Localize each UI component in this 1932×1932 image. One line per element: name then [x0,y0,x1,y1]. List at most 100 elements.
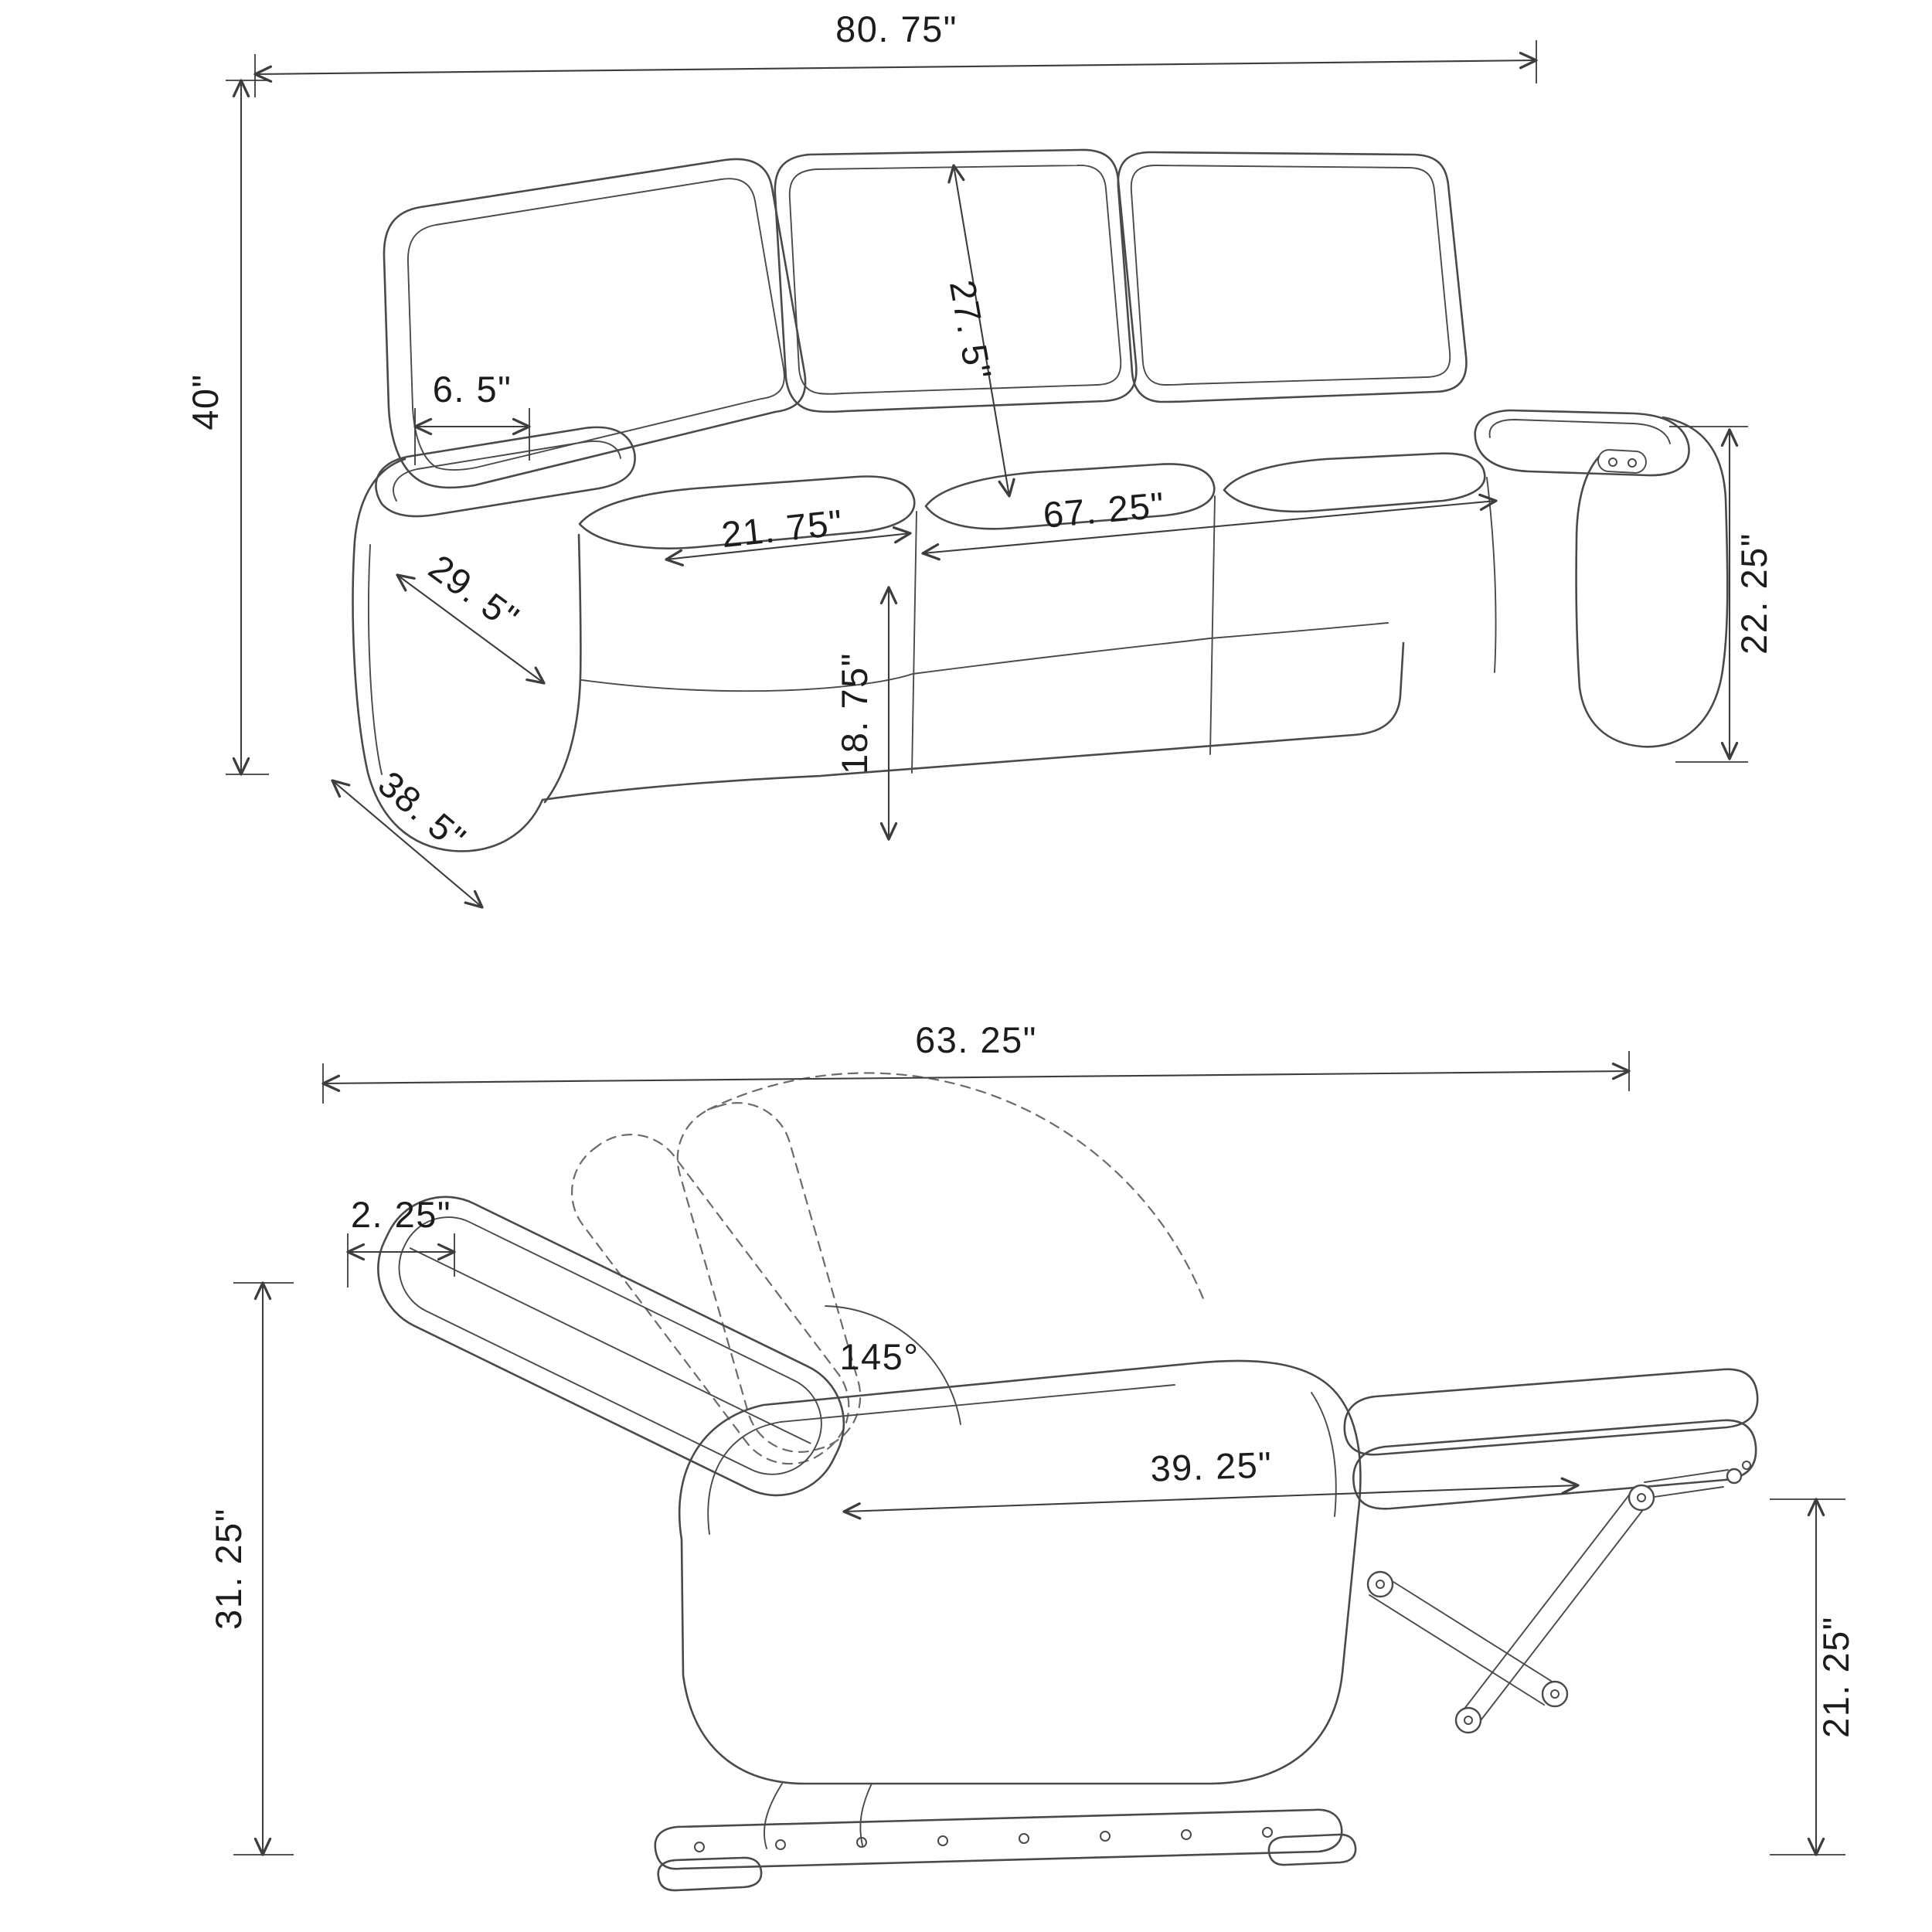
power-button-panel [1597,449,1647,474]
back-cushion-right-piping [1130,165,1451,386]
dim-overall-height: 40" [185,79,269,776]
left-arm-front-piping [368,544,383,775]
linkage-bar [1369,1594,1545,1706]
dim-line [665,526,912,566]
dim-line [331,779,484,909]
armrest-piping [707,1384,1175,1535]
dim-line [396,573,546,685]
power-button-icon [1608,457,1617,467]
dim-label-seat-cushion-width: 21. 75" [719,502,845,555]
front-foot-pad [657,1856,763,1892]
hinge-joint [1541,1680,1569,1708]
rail-rivet [937,1835,948,1846]
dim-line [842,1477,1580,1520]
linkage-bar [1384,1576,1560,1687]
rail-rivet [775,1839,786,1850]
back-cushion-middle-piping [788,165,1122,395]
rail-rivet [1181,1829,1192,1840]
hinge-pin [1742,1461,1751,1470]
seat-body-outline [678,1359,1362,1785]
dim-arm-front-depth: 29. 5" [396,546,546,685]
rail-rivet [856,1837,867,1848]
seat-seam-left [911,511,917,774]
back-cushion-middle-outline [774,148,1138,413]
hinge-joint [1454,1706,1482,1734]
right-arm-pad-piping [1488,419,1671,444]
dim-label-overall-width: 80. 75" [835,9,957,49]
dim-label-inner-seat-width: 67. 25" [1042,484,1167,536]
dim-seat-to-footrest: 39. 25" [842,1444,1580,1520]
dim-line [921,493,1498,561]
rail-rivet [694,1842,705,1852]
base-rail-outline [654,1808,1343,1870]
right-arm-pad-outline [1474,409,1690,477]
hinge-pin [1464,1716,1473,1725]
rail-rivet [1262,1827,1273,1838]
linkage-bracket [1644,1469,1729,1483]
left-arm-pad-outline [375,426,636,518]
sofa-front-view: 80. 75" 40" 6. 5" 27. 5" 21. 75" 67. 25" [185,9,1774,909]
dim-arm-height: 22. 25" [1669,426,1774,763]
dim-label-seat-height: 18. 75" [834,652,875,774]
back-cushion-left-outline [383,158,807,489]
seat-front-left-edge [543,533,582,804]
dim-label-recline-angle: 145° [839,1336,919,1377]
dim-label-back-cushion-height: 27. 5" [942,277,1000,383]
hinge-joint [1726,1468,1743,1485]
rail-rivet [1019,1833,1029,1844]
dim-label-seat-to-footrest: 39. 25" [1150,1444,1274,1488]
backrest-ghost-upright [676,1102,862,1453]
dim-line [253,52,1538,83]
seat-front-seam [1311,1392,1337,1517]
hinge-joint [1628,1484,1655,1512]
dim-label-arm-top-width: 6. 5" [433,369,512,410]
backrest-cushion-seam [409,1247,811,1444]
dim-line [321,1063,1631,1092]
dim-wall-clearance: 2. 25" [346,1194,456,1287]
recliner-side-view: 63. 25" 2. 25" 145° 39. 25" 31. 25" 21. … [208,1019,1856,1892]
dim-label-arm-height: 22. 25" [1733,532,1774,655]
dim-label-arm-front-depth: 29. 5" [421,546,527,638]
linkage-bar [1458,1492,1631,1716]
dim-reclined-height: 31. 25" [208,1281,294,1856]
recline-angle-arc [825,1305,961,1425]
rear-foot-pad [1267,1833,1357,1866]
base-bottom-outline [541,641,1405,801]
back-cushion-right-outline [1117,151,1468,403]
seat-cushion-left-outline [578,475,916,549]
recliner-base [654,1783,1357,1892]
hinge-pin [1376,1580,1385,1589]
dim-recline-angle: 145° [839,1336,919,1377]
dim-seat-height: 18. 75" [834,586,898,841]
dim-label-overall-height: 40" [185,373,226,430]
footrest-top-pad [1343,1368,1759,1456]
backrest-outline [377,1196,845,1497]
power-panel-outline [1597,449,1647,474]
hinge-joint [1366,1570,1394,1598]
dim-label-overall-depth: 38. 5" [371,763,474,859]
recline-sweep-arc [706,1072,1207,1306]
backrest-ghost-mid [570,1134,850,1465]
dim-footrest-floor-height: 21. 25" [1770,1498,1856,1856]
right-arm-body-outline [1575,416,1729,748]
ghost-backrest-outline [570,1134,850,1465]
dim-label-reclined-height: 31. 25" [208,1508,249,1630]
seat-seam-right [1209,495,1216,755]
base-pedestal-edge [764,1783,783,1849]
dim-overall-width: 80. 75" [253,9,1538,97]
dim-label-reclined-length: 63. 25" [915,1019,1037,1060]
dim-line [947,164,1015,498]
rail-rivet [1100,1831,1111,1842]
left-arm-pad-piping [393,440,621,502]
usb-port-icon [1628,458,1637,468]
hinge-pin [1637,1493,1646,1502]
footrest-linkage [1366,1461,1751,1734]
dim-label-footrest-floor-height: 21. 25" [1815,1616,1856,1738]
back-cushion-left-piping [407,178,785,471]
dim-label-wall-clearance: 2. 25" [351,1194,451,1235]
footrest-lower-pad [1352,1419,1757,1510]
dim-reclined-length: 63. 25" [321,1019,1631,1104]
right-seat-side-seam [1486,477,1497,673]
